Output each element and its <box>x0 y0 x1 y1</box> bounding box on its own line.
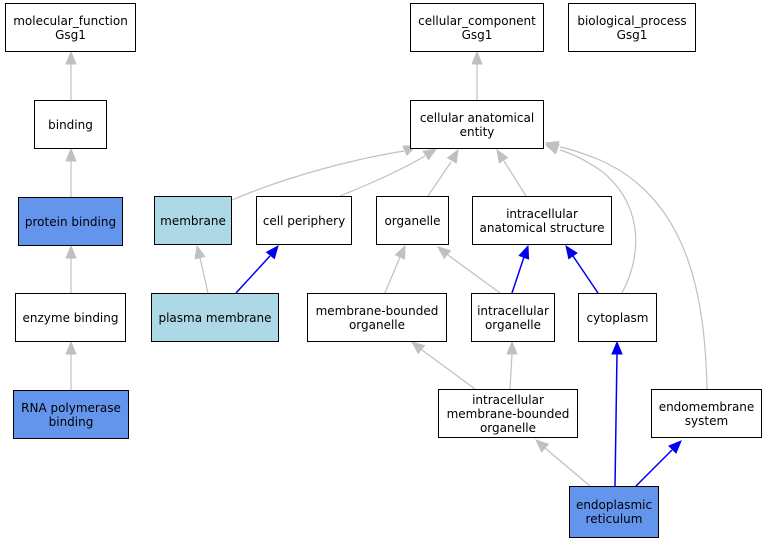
edge-cytoplasm-to-cell_anat_entity <box>559 149 637 294</box>
edge-plasma_membrane-to-cell_periphery <box>235 255 271 294</box>
node-organelle[interactable]: organelle <box>376 196 449 245</box>
edge-cytoplasm-to-intracell_anat-arrowhead <box>565 244 578 260</box>
edge-plasma_membrane-to-membrane-arrowhead <box>194 244 206 260</box>
node-molecular-function[interactable]: molecular_function Gsg1 <box>5 3 136 52</box>
edge-binding-to-mf_root-arrowhead <box>65 50 77 65</box>
node-endoplasmic-reticulum[interactable]: endoplasmic reticulum <box>569 486 659 538</box>
edge-plasma_membrane-to-cell_periphery-arrowhead <box>265 244 279 260</box>
edge-endomembrane-to-cell_anat_entity <box>559 146 708 390</box>
node-label-line1: membrane <box>160 213 226 228</box>
node-label-line1: cell periphery <box>262 213 346 228</box>
node-label-line1: enzyme binding <box>22 310 119 325</box>
node-enzyme-binding[interactable]: enzyme binding <box>15 293 126 342</box>
node-cell-periphery[interactable]: cell periphery <box>256 196 352 245</box>
node-label-line1: protein binding <box>24 214 117 229</box>
node-label-line2: Gsg1 <box>461 27 493 42</box>
node-label-line1: biological_process <box>577 13 687 28</box>
node-label-line1: plasma membrane <box>158 310 272 325</box>
node-label-line1: intracellular <box>477 303 549 318</box>
edge-intracell_mb_organelle-to-intracell_organelle-arrowhead <box>506 340 518 355</box>
node-label-line1: cellular anatomical <box>419 110 535 125</box>
node-label-line3: organelle <box>479 420 537 435</box>
edge-protein_binding-to-binding-arrowhead <box>65 147 77 162</box>
node-label-line1: intracellular <box>472 392 544 407</box>
node-label-line1: cellular_component <box>418 13 536 28</box>
node-label-line2: organelle <box>348 317 406 332</box>
edge-er-to-cytoplasm <box>614 353 618 487</box>
edge-endomembrane-to-cell_anat_entity-arrowhead <box>544 140 560 152</box>
node-intracellular-anatomical-structure[interactable]: intracellular anatomical structure <box>472 196 612 245</box>
node-label-line2: reticulum <box>585 512 643 526</box>
edge-intracell_organelle-to-intracell_anat-arrowhead <box>518 244 530 260</box>
node-membrane-bounded-organelle[interactable]: membrane-bounded organelle <box>307 293 447 342</box>
node-label-line1: RNA polymerase <box>21 400 121 415</box>
node-label-line2: binding <box>48 414 94 429</box>
edge-er-to-cytoplasm-arrowhead <box>611 340 623 355</box>
edge-er-to-endomembrane-arrowhead <box>668 440 682 454</box>
node-rna-polymerase-binding[interactable]: RNA polymerase binding <box>13 390 129 439</box>
node-label-line2: system <box>684 413 729 428</box>
edge-er-to-intracell_mb_organelle-arrowhead <box>535 439 550 453</box>
node-label-line1: cytoplasm <box>586 310 649 325</box>
edge-plasma_membrane-to-membrane <box>199 257 209 294</box>
node-label-line1: organelle <box>384 213 441 228</box>
node-protein-binding[interactable]: protein binding <box>18 197 123 246</box>
node-label-line2: Gsg1 <box>616 27 648 42</box>
node-label-line1: membrane-bounded <box>315 303 439 318</box>
edge-intracell_anat-to-cell_anat_entity <box>503 160 527 197</box>
edge-cell_periphery-to-cell_anat_entity <box>339 155 426 197</box>
node-label-line2: anatomical structure <box>479 220 605 235</box>
node-endomembrane-system[interactable]: endomembrane system <box>651 389 762 438</box>
edge-er-to-endomembrane <box>635 449 673 487</box>
node-cytoplasm[interactable]: cytoplasm <box>578 293 657 342</box>
node-plasma-membrane[interactable]: plasma membrane <box>151 293 279 342</box>
edge-intracell_anat-to-cell_anat_entity-arrowhead <box>496 148 509 164</box>
edge-organelle-to-cell_anat_entity-arrowhead <box>446 148 459 164</box>
edge-enzyme_binding-to-protein_binding-arrowhead <box>65 244 77 259</box>
edge-membrane_bounded-to-organelle-arrowhead <box>394 244 406 260</box>
node-intracellular-organelle[interactable]: intracellular organelle <box>471 293 555 342</box>
edge-intracell_organelle-to-organelle-arrowhead <box>436 246 452 260</box>
node-label-line2: entity <box>459 124 495 139</box>
node-label-line2: organelle <box>484 317 542 332</box>
node-label-line1: molecular_function <box>13 13 128 28</box>
node-label-line2: membrane-bounded <box>446 406 570 421</box>
node-membrane[interactable]: membrane <box>154 196 232 245</box>
node-label-line1: intracellular <box>506 206 578 221</box>
node-label-line1: binding <box>48 117 93 132</box>
edge-cell_anat_entity-to-cc_root-arrowhead <box>471 50 483 65</box>
edge-membrane-to-cell_anat_entity <box>231 150 405 201</box>
edge-organelle-to-cell_anat_entity <box>427 161 452 197</box>
edge-intracell_mb_organelle-to-intracell_organelle <box>509 353 513 390</box>
node-binding[interactable]: binding <box>34 100 107 149</box>
node-cellular-component[interactable]: cellular_component Gsg1 <box>410 3 544 52</box>
edge-rna_pol_binding-to-enzyme_binding-arrowhead <box>65 340 77 355</box>
edge-er-to-intracell_mb_organelle <box>544 447 591 487</box>
edge-cell_periphery-to-cell_anat_entity-arrowhead <box>422 148 438 161</box>
edge-cytoplasm-to-intracell_anat <box>572 255 599 294</box>
node-cellular-anatomical-entity[interactable]: cellular anatomical entity <box>410 100 544 149</box>
edge-intracell_organelle-to-organelle <box>447 254 501 294</box>
node-intracellular-membrane-bounded-organelle[interactable]: intracellular membrane-bounded organelle <box>438 389 578 438</box>
edge-intracell_mb_organelle-to-membrane_bounded-arrowhead <box>410 341 426 355</box>
edge-membrane_bounded-to-organelle <box>384 256 401 294</box>
node-label-line2: Gsg1 <box>55 27 86 42</box>
node-label-line1: endoplasmic <box>575 498 653 512</box>
node-biological-process[interactable]: biological_process Gsg1 <box>568 3 696 52</box>
node-label-line1: endomembrane <box>658 399 755 414</box>
edge-intracell_mb_organelle-to-membrane_bounded <box>421 349 476 390</box>
edge-intracell_organelle-to-intracell_anat <box>511 256 525 294</box>
